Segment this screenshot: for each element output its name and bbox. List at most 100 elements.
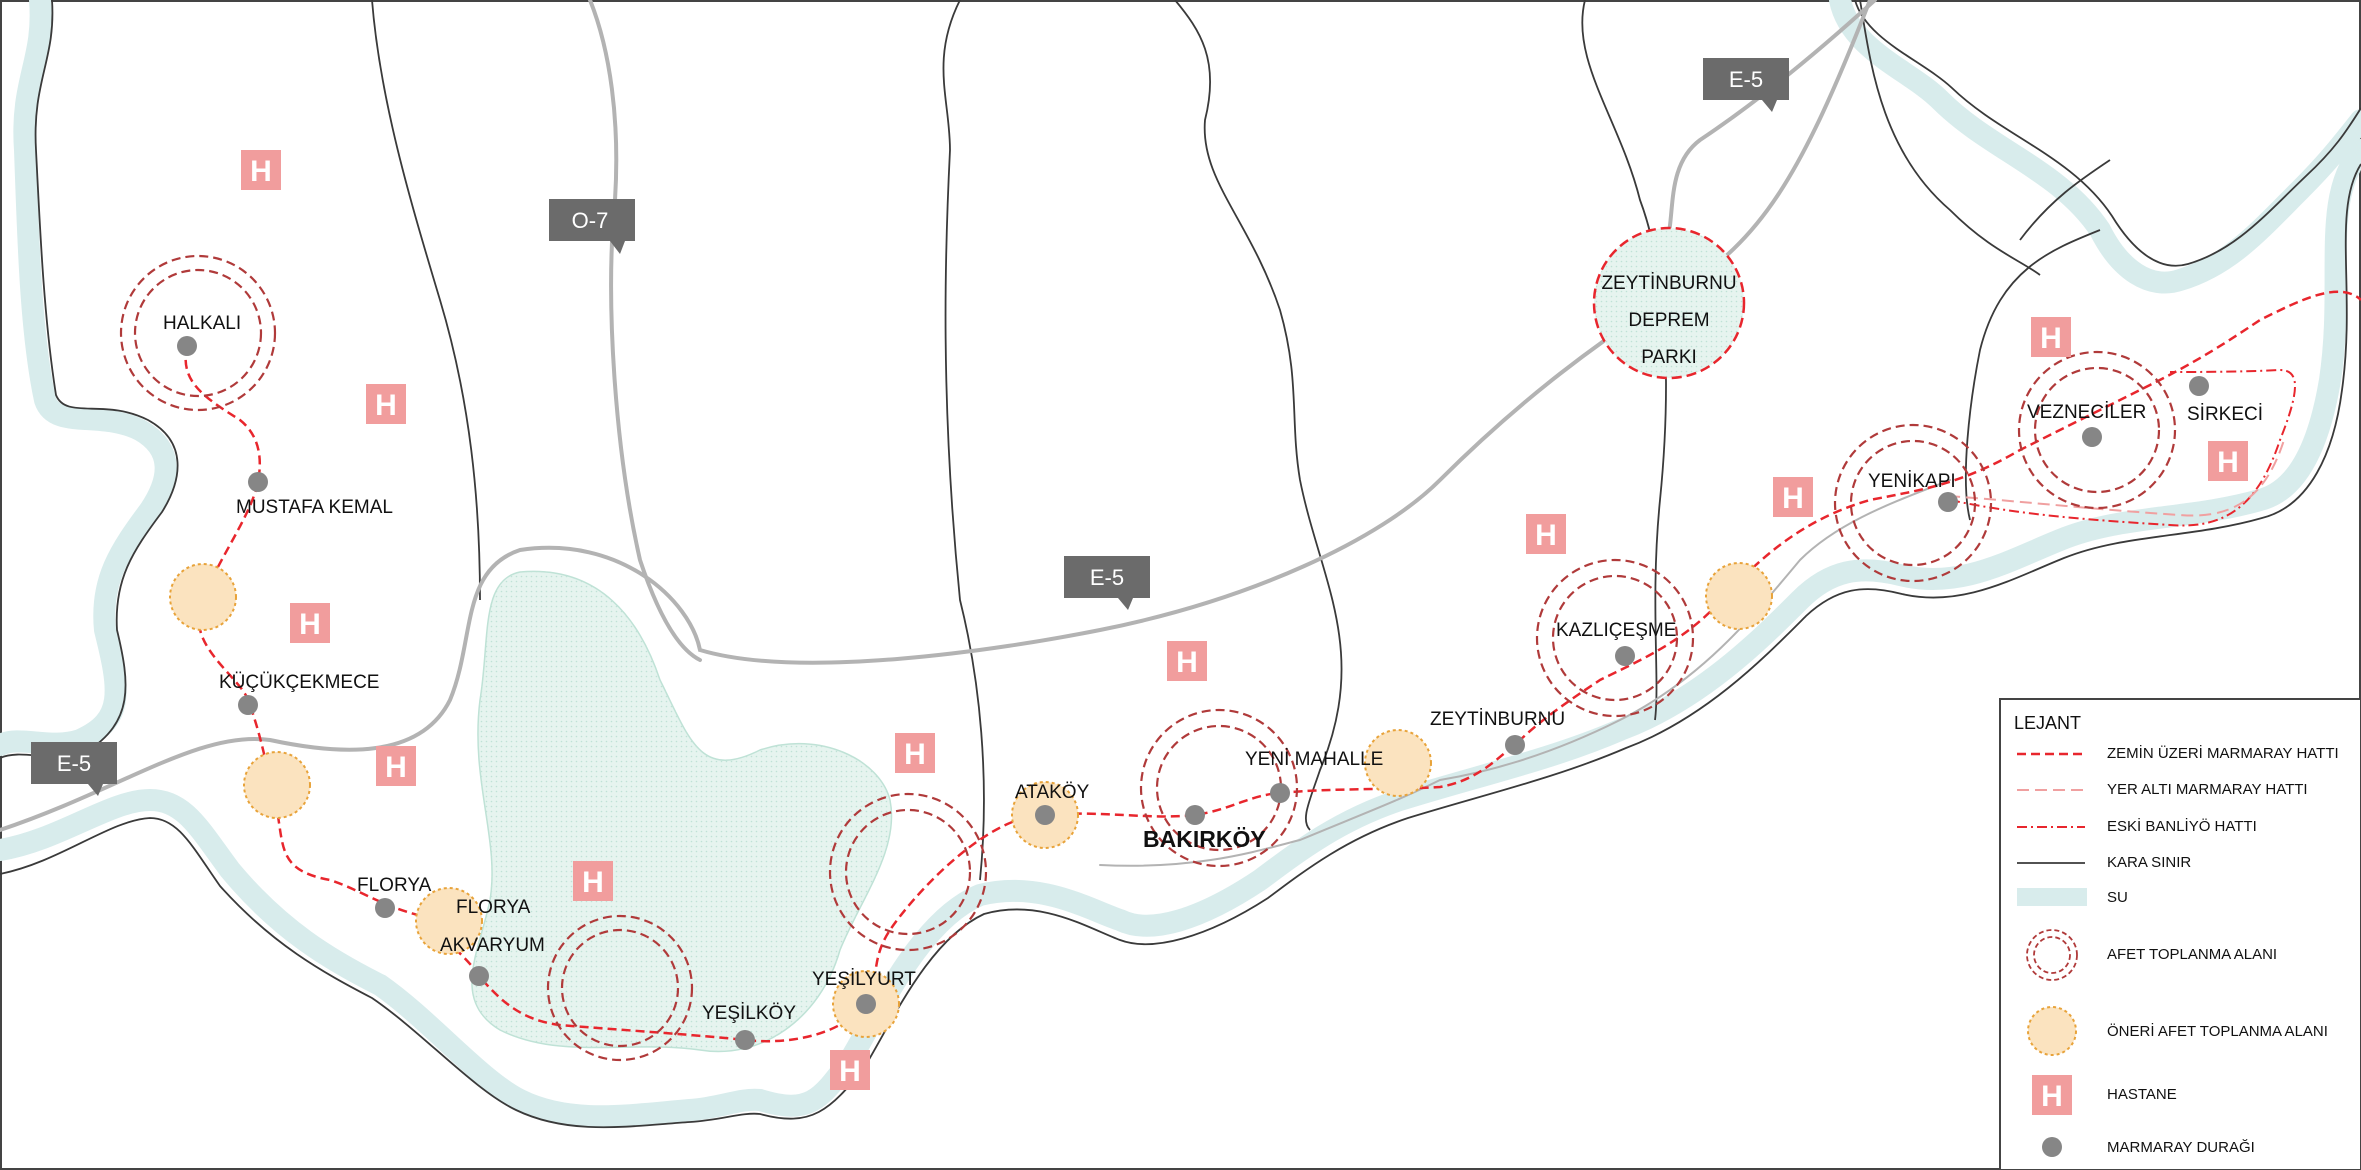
station-label-yesilkoy: YEŞİLKÖY — [702, 1003, 796, 1024]
station-label-florya-akvaryum-2: AKVARYUM — [440, 935, 545, 956]
station-marker-yeni-mahalle[interactable] — [1270, 783, 1290, 803]
coast-west-line — [0, 0, 179, 759]
district-border-6 — [2019, 159, 2111, 241]
svg-text:E-5: E-5 — [57, 751, 91, 776]
station-label-yenikapi: YENİKAPI — [1868, 471, 1956, 492]
district-border-1 — [371, 0, 481, 601]
road-tag-e5-west: E-5 — [31, 742, 117, 796]
hospital-icon: H — [366, 384, 406, 424]
legend-label-hospital: HASTANE — [2107, 1086, 2177, 1103]
svg-text:O-7: O-7 — [572, 208, 609, 233]
station-marker-zeytinburnu[interactable] — [1505, 735, 1525, 755]
svg-text:H: H — [375, 389, 397, 422]
station-marker-kazlicesme[interactable] — [1615, 646, 1635, 666]
assembly-area-halkali — [119, 254, 277, 412]
station-marker-yesilyurt[interactable] — [856, 994, 876, 1014]
svg-text:H: H — [2041, 1080, 2063, 1113]
proposed-area-1 — [169, 563, 237, 631]
coast-west-water — [0, 0, 177, 756]
district-border-5 — [1964, 229, 2101, 521]
road-tag-o7: O-7 — [549, 199, 635, 254]
station-label-kucukcekmece: KÜÇÜKÇEKMECE — [219, 672, 379, 693]
station-marker-yesilkoy[interactable] — [735, 1030, 755, 1050]
station-label-halkali: HALKALI — [163, 313, 241, 334]
station-marker-florya[interactable] — [375, 898, 395, 918]
legend-label-station: MARMARAY DURAĞI — [2107, 1139, 2255, 1156]
legend: LEJANT ZEMİN ÜZERİ MARMARAY HATTI YER AL… — [1999, 698, 2361, 1170]
proposed-area-6 — [1364, 729, 1432, 797]
station-label-sirkeci: SİRKECİ — [2187, 404, 2263, 425]
station-marker-bakirkoy[interactable] — [1185, 805, 1205, 825]
hospital-icon: H — [1167, 641, 1207, 681]
station-label-vezneciler: VEZNECİLER — [2027, 402, 2146, 423]
hospital-icon: H — [895, 733, 935, 773]
legend-label-proposed: ÖNERİ AFET TOPLANMA ALANI — [2107, 1022, 2328, 1040]
station-label-kazlicesme: KAZLIÇEŞME — [1556, 620, 1676, 641]
station-marker-kucukcekmece[interactable] — [238, 695, 258, 715]
old-suburban-line — [1949, 368, 2296, 527]
station-labels: HALKALI MUSTAFA KEMAL KÜÇÜKÇEKMECE FLORY… — [163, 313, 2263, 1024]
hospital-icon: H — [241, 150, 281, 190]
svg-text:H: H — [839, 1055, 861, 1088]
road-tags: O-7 E-5 E-5 E-5 — [31, 58, 1789, 796]
svg-text:H: H — [2040, 322, 2062, 355]
legend-label-underground: YER ALTI MARMARAY HATTI — [2107, 781, 2308, 798]
hospital-icon: H — [1526, 514, 1566, 554]
legend-title: LEJANT — [2014, 713, 2081, 733]
proposed-assembly-areas — [169, 562, 1773, 1038]
station-marker-vezneciler[interactable] — [2082, 427, 2102, 447]
legend-label-assembly: AFET TOPLANMA ALANI — [2107, 946, 2277, 963]
station-label-bakirkoy: BAKIRKÖY — [1143, 826, 1266, 852]
station-marker-mustafa-kemal[interactable] — [248, 472, 268, 492]
legend-label-land-border: KARA SINIR — [2107, 854, 2191, 871]
legend-symbol-proposed — [2027, 1006, 2077, 1056]
station-marker-atakoy[interactable] — [1035, 805, 1055, 825]
marmaray-surface-line — [184, 290, 2361, 1043]
assembly-areas — [119, 254, 2177, 1062]
station-marker-halkali[interactable] — [177, 336, 197, 356]
road-tag-e5-north: E-5 — [1703, 58, 1789, 112]
svg-text:H: H — [385, 751, 407, 784]
legend-symbol-hospital: H — [2032, 1075, 2072, 1115]
station-markers — [177, 336, 2209, 1050]
hospital-icon: H — [376, 746, 416, 786]
station-label-mustafa-kemal: MUSTAFA KEMAL — [236, 497, 393, 518]
svg-text:H: H — [1782, 482, 1804, 515]
park-label-line3: PARKI — [1641, 347, 1697, 368]
station-marker-sirkeci[interactable] — [2189, 376, 2209, 396]
legend-symbol-assembly — [2026, 929, 2078, 981]
legend-label-surface: ZEMİN ÜZERİ MARMARAY HATTI — [2107, 744, 2339, 762]
park-label-line1: ZEYTİNBURNU — [1601, 273, 1736, 294]
assembly-area-yesilyurt — [828, 792, 988, 952]
hospital-icon: H — [573, 861, 613, 901]
station-label-atakoy: ATAKÖY — [1015, 782, 1090, 803]
svg-text:E-5: E-5 — [1729, 67, 1763, 92]
road-e5-north — [1658, 0, 1877, 262]
station-marker-yenikapi[interactable] — [1938, 492, 1958, 512]
station-label-zeytinburnu: ZEYTİNBURNU — [1430, 709, 1565, 730]
svg-text:H: H — [299, 608, 321, 641]
svg-text:H: H — [2217, 446, 2239, 479]
station-marker-florya-akvaryum[interactable] — [469, 966, 489, 986]
hospital-icon: H — [1773, 477, 1813, 517]
park-area-west — [471, 570, 893, 1053]
district-border-3 — [1174, 0, 1343, 831]
road-coastal — [1099, 479, 1951, 867]
underground-line — [1947, 439, 2285, 517]
svg-text:H: H — [582, 866, 604, 899]
road-o7 — [588, 0, 702, 662]
golden-horn-water — [1829, 0, 2361, 294]
svg-text:H: H — [1535, 519, 1557, 552]
hospital-icon: H — [290, 603, 330, 643]
assembly-area-vezneciler — [2017, 350, 2177, 510]
legend-symbol-station — [2042, 1137, 2062, 1157]
legend-label-old-suburban: ESKİ BANLİYÖ HATTI — [2107, 817, 2257, 835]
station-label-yesilyurt: YEŞİLYURT — [812, 969, 916, 990]
zeytinburnu-park-area — [1592, 226, 1746, 380]
hospital-icon: H — [2208, 441, 2248, 481]
assembly-area-kazlicesme — [1535, 558, 1695, 718]
assembly-area-yesilkoy — [546, 914, 694, 1062]
proposed-area-2 — [243, 751, 311, 819]
water-layer — [0, 0, 2361, 1128]
